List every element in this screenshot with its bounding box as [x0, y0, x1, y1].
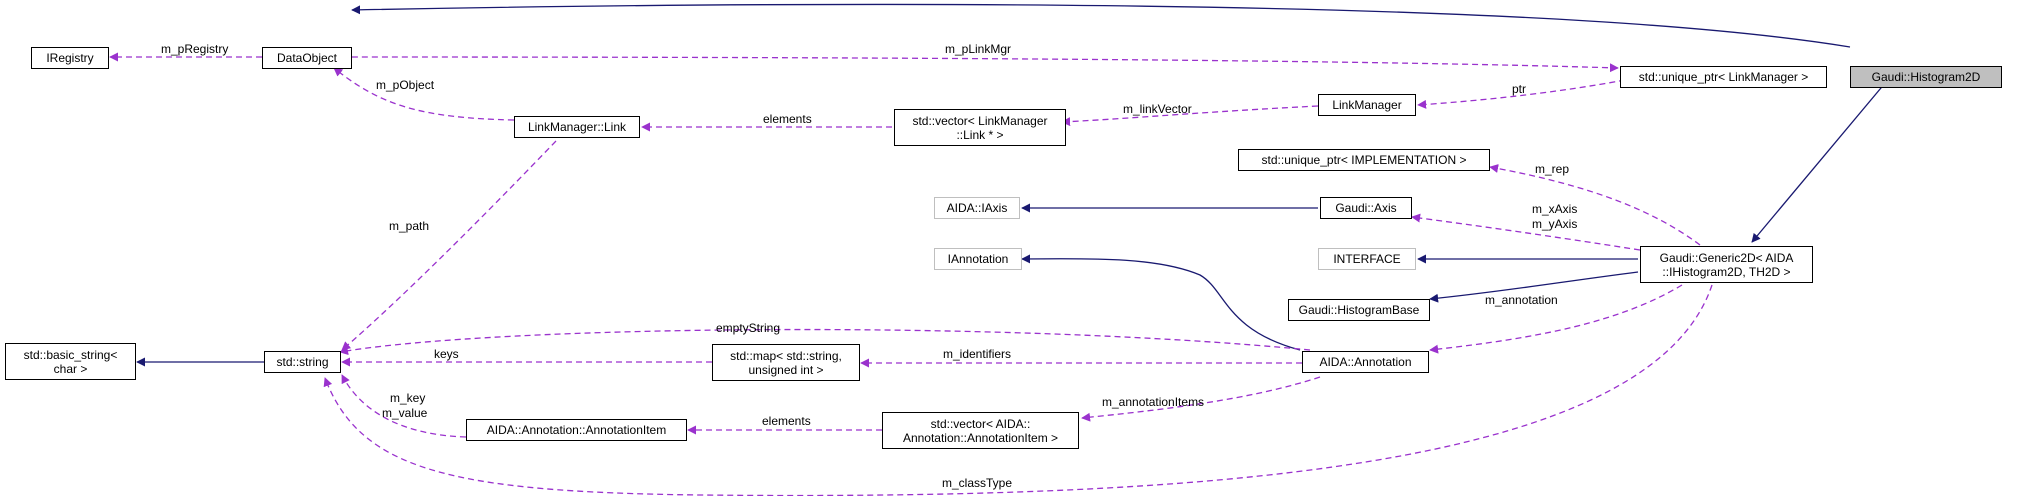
node-basic-string[interactable]: std::basic_string< char > — [5, 343, 136, 380]
node-dataobject[interactable]: DataObject — [262, 47, 352, 69]
edge-label-ptr: ptr — [1512, 82, 1526, 96]
node-vector-link[interactable]: std::vector< LinkManager ::Link * > — [894, 109, 1066, 146]
node-gaudi-histogram2d[interactable]: Gaudi::Histogram2D — [1850, 66, 2002, 88]
node-unique-ptr-implementation[interactable]: std::unique_ptr< IMPLEMENTATION > — [1238, 149, 1490, 171]
node-gaudi-axis[interactable]: Gaudi::Axis — [1320, 197, 1412, 219]
edge-annotation-to-vector — [1081, 376, 1321, 422]
edge-annotationitem-to-string — [341, 374, 467, 438]
edge-annotation-to-iannotation — [1021, 254, 1301, 351]
node-linkmanager-link[interactable]: LinkManager::Link — [514, 116, 640, 138]
edge-link-to-string — [341, 140, 557, 351]
node-gaudi-histogrambase[interactable]: Gaudi::HistogramBase — [1288, 299, 1430, 321]
edge-dataobject-to-uniqueptr-linkmgr — [351, 56, 1619, 73]
edge-label-m-classtype: m_classType — [942, 476, 1012, 490]
node-aida-annotation[interactable]: AIDA::Annotation — [1302, 351, 1429, 373]
edge-histogram2d-to-dataobject — [351, 3, 1851, 48]
edge-label-m-annotation: m_annotation — [1485, 293, 1558, 307]
edge-generic2d-to-string-classtype — [323, 284, 1713, 496]
edge-label-elements-link: elements — [763, 112, 812, 126]
edge-label-m-plinkmgr: m_pLinkMgr — [945, 42, 1011, 56]
edge-linkmanager-to-vector — [1061, 105, 1319, 127]
node-vector-annotationitem[interactable]: std::vector< AIDA:: Annotation::Annotati… — [882, 412, 1079, 449]
node-iannotation[interactable]: IAnnotation — [934, 248, 1022, 270]
node-iregistry[interactable]: IRegistry — [31, 47, 109, 69]
edge-label-m-pobject: m_pObject — [376, 78, 435, 92]
edge-annotation-to-string-emptystring — [339, 328, 1311, 356]
edge-generic2d-to-annotation — [1429, 284, 1683, 354]
edge-linkmanager-to-uniqueptr — [1417, 79, 1626, 109]
edge-label-emptystring: emptyString — [716, 321, 780, 335]
edge-label-m-path: m_path — [389, 219, 429, 233]
node-annotation-item[interactable]: AIDA::Annotation::AnnotationItem — [466, 419, 687, 441]
node-linkmanager[interactable]: LinkManager — [1318, 94, 1416, 116]
edge-generic2d-to-histogrambase — [1429, 271, 1639, 303]
node-unique-ptr-linkmanager[interactable]: std::unique_ptr< LinkManager > — [1620, 66, 1827, 88]
edge-label-m-linkvector: m_linkVector — [1123, 102, 1192, 116]
edge-generic2d-to-gaudiaxis — [1411, 213, 1641, 251]
edge-histogram2d-to-generic2d — [1751, 69, 1897, 243]
edge-label-m-yaxis: m_yAxis — [1532, 217, 1577, 231]
edge-label-m-rep: m_rep — [1535, 162, 1569, 176]
edge-label-m-xaxis: m_xAxis — [1532, 202, 1577, 216]
edge-label-m-identifiers: m_identifiers — [943, 347, 1011, 361]
node-interface[interactable]: INTERFACE — [1318, 248, 1416, 270]
edge-label-m-pregistry: m_pRegistry — [161, 42, 228, 56]
edge-link-to-dataobject — [333, 67, 515, 121]
edge-label-m-annotationitems: m_annotationItems — [1102, 395, 1204, 409]
edge-label-m-key: m_key — [390, 391, 425, 405]
node-aida-iaxis[interactable]: AIDA::IAxis — [934, 197, 1020, 219]
node-gaudi-generic2d[interactable]: Gaudi::Generic2D< AIDA ::IHistogram2D, T… — [1640, 246, 1813, 283]
edge-label-keys: keys — [434, 347, 459, 361]
node-std-map[interactable]: std::map< std::string, unsigned int > — [712, 344, 860, 381]
edge-label-m-value: m_value — [382, 406, 428, 420]
edge-generic2d-to-uniqueptr-impl — [1489, 164, 1701, 246]
edge-label-elements-item: elements — [762, 414, 811, 428]
node-std-string[interactable]: std::string — [264, 351, 341, 373]
